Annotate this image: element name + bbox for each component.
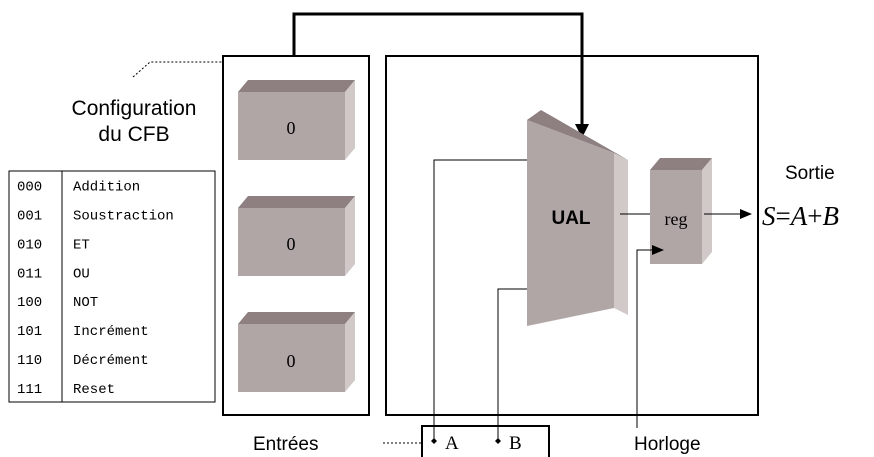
processing-box — [385, 55, 759, 416]
config-operation: ET — [73, 237, 90, 253]
config-block-3-value: 0 — [287, 351, 296, 371]
config-operation: Reset — [73, 382, 115, 398]
config-block-2: 0 — [238, 196, 355, 276]
config-table-row: 000 Addition — [17, 180, 140, 196]
config-table-row: 011 OU — [17, 266, 90, 282]
config-to-ual-arrow — [575, 124, 589, 138]
eq-plus: + — [807, 201, 822, 231]
config-table: 000 Addition 001 Soustraction 010 ET 011 OU 100 N… — [8, 170, 216, 403]
config-code: 111 — [17, 382, 42, 398]
config-to-ual-wire — [292, 12, 584, 128]
config-block-1-value: 0 — [287, 118, 296, 138]
config-title-line1: Configuration — [72, 97, 197, 120]
input-a-label: A — [445, 433, 459, 454]
config-code: 001 — [17, 209, 42, 225]
input-b-wire — [497, 288, 527, 441]
config-code: 101 — [17, 324, 42, 340]
config-operation: OU — [73, 266, 90, 282]
output-title: Sortie — [785, 163, 835, 184]
config-code: 100 — [17, 295, 42, 311]
eq-s: S — [762, 201, 776, 231]
reg-label: reg — [665, 209, 688, 229]
input-b-pin — [495, 438, 501, 444]
config-table-row: 101 Incrément — [17, 324, 149, 340]
inputs-bracket — [421, 425, 550, 457]
config-table-row: 001 Soustraction — [17, 209, 174, 225]
config-operation: Incrément — [73, 324, 149, 340]
config-block-3: 0 — [238, 312, 355, 392]
config-operation: Décrément — [73, 353, 149, 369]
register-block: reg — [650, 158, 712, 264]
config-code: 000 — [17, 180, 42, 196]
config-leader-line — [132, 61, 223, 78]
config-operation: Addition — [73, 180, 140, 196]
config-operation: Soustraction — [73, 209, 174, 225]
config-table-row: 110 Décrément — [17, 353, 149, 369]
config-operation: NOT — [73, 295, 98, 311]
config-box — [222, 55, 370, 416]
input-a-wire — [433, 159, 527, 441]
input-b-label: B — [509, 433, 522, 454]
input-a-pin — [431, 438, 437, 444]
config-table-row: 100 NOT — [17, 295, 98, 311]
clock-wire — [636, 249, 658, 428]
config-code: 010 — [17, 237, 42, 253]
config-code: 110 — [17, 353, 42, 369]
ual-label: UAL — [551, 208, 590, 229]
ual-unit: UAL — [527, 110, 628, 326]
config-table-row: 010 ET — [17, 237, 90, 253]
eq-equals: = — [776, 201, 791, 231]
eq-b: B — [822, 201, 839, 231]
config-title-line2: du CFB — [98, 123, 169, 146]
config-block-1: 0 — [238, 80, 355, 160]
output-equation: S=A+B — [762, 201, 839, 231]
config-code: 011 — [17, 266, 42, 282]
config-block-2-value: 0 — [287, 234, 296, 254]
config-table-row: 111 Reset — [17, 382, 115, 398]
inputs-label: Entrées — [253, 434, 318, 455]
clock-label: Horloge — [634, 434, 701, 455]
clock-arrow — [652, 245, 664, 255]
output-arrow — [740, 209, 752, 219]
eq-a: A — [789, 201, 808, 231]
